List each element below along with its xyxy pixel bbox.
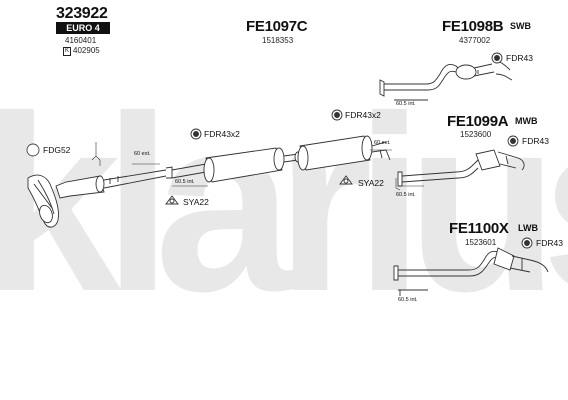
dim-int-top: 60.5 int. [396,101,416,107]
header-ref-2-value: 402905 [73,46,100,55]
rear-pipe-mwb [397,149,525,187]
fdr43x2-left-label: FDR43x2 [204,129,240,139]
dim-int-mid: 60.5 int. [396,192,416,198]
variant-swb-tag: SWB [510,21,531,31]
fdr43-bottom-label: FDR43 [536,238,563,248]
fdr43x2-left-icon [190,128,202,140]
fdr43x2-right-icon [331,109,343,121]
variant-lwb-tag: LWB [518,223,538,233]
front-pipe-catalyst [27,166,173,228]
variant-mwb-code: FE1099A [447,113,509,130]
variant-swb-code: FE1098B [442,18,504,35]
fdr43-mid-icon [507,135,519,147]
fdr43-top-label: FDR43 [506,53,533,63]
fdg52-label: FDG52 [43,145,71,155]
variant-mwb-ref: 1523600 [460,130,492,139]
fdr43-top-icon [491,52,503,64]
fdr43x2-right-label: FDR43x2 [345,110,381,120]
k-box-icon: K [63,47,72,56]
center-section-ref: 1518353 [262,36,294,45]
rear-pipe-swb [379,61,513,101]
dim-int-bottom: 60.5 int. [398,297,418,303]
dimension-lines-left [91,142,208,187]
sya22-left-icon [165,195,179,205]
dim-ext-right: 60 ext. [374,140,391,146]
center-section-drawing [171,135,391,183]
kit-code: 323922 [56,5,108,22]
sya22-left-label: SYA22 [183,197,209,207]
variant-lwb-ref: 1523601 [465,238,497,247]
fdg52-gasket-icon [26,143,40,157]
header-ref-1: 4160401 [65,36,97,45]
rear-pipe-lwb [393,247,549,296]
fdr43-mid-label: FDR43 [522,136,549,146]
variant-swb-ref: 4377002 [459,36,491,45]
variant-mwb-tag: MWB [515,116,538,126]
watermark-text: klarius [0,64,568,343]
dim-ext-left: 60 ext. [134,151,151,157]
sya22-right-icon [339,175,353,185]
center-section-code: FE1097C [246,18,308,35]
variant-lwb-code: FE1100X [449,220,509,237]
sya22-right-label: SYA22 [358,178,384,188]
fdr43-bottom-icon [521,237,533,249]
dim-int-left: 60.5 int. [175,179,195,185]
euro-badge: EURO 4 [56,22,110,34]
